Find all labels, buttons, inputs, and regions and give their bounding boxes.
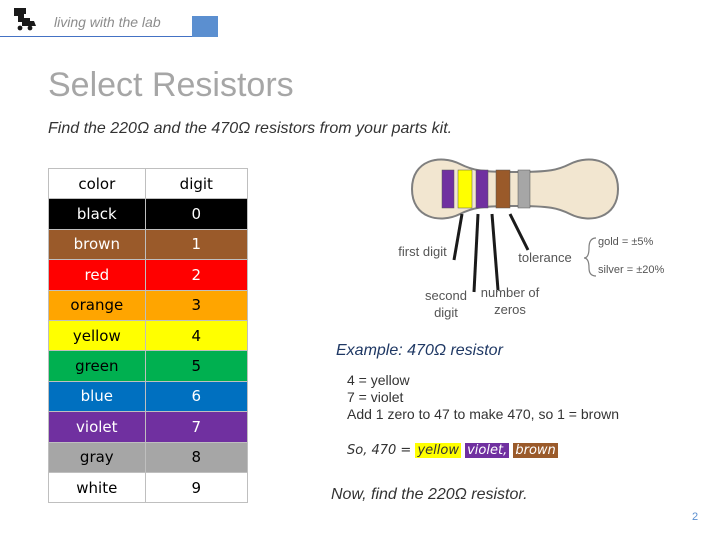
color-name-cell: white <box>48 471 146 504</box>
example-summary: So, 470 = yellow violet, brown <box>347 443 558 458</box>
digit-cell: 4 <box>144 319 249 352</box>
digit-cell: 7 <box>144 411 249 443</box>
color-name-cell: gray <box>48 441 146 473</box>
example-heading: Example: 470Ω resistor <box>336 342 503 359</box>
color-name-cell: brown <box>48 228 146 261</box>
label-gold-tolerance: gold = ±5% <box>598 236 654 248</box>
header-text: living with the lab <box>54 14 161 30</box>
task-instruction: Now, find the 220Ω resistor. <box>331 486 528 503</box>
digit-cell: 6 <box>144 380 249 413</box>
digit-cell: 8 <box>144 441 249 473</box>
header-accent-box <box>192 16 218 37</box>
example-line-3: Add 1 zero to 47 to make 470, so 1 = bro… <box>347 406 620 422</box>
summary-prefix: So, 470 = <box>347 443 416 458</box>
color-name-cell: green <box>48 350 146 382</box>
table-header-color: color <box>48 167 146 200</box>
band-pointer-lines <box>452 213 597 293</box>
label-first-digit: first digit <box>398 244 447 259</box>
summary-color-word: violet, <box>465 443 510 458</box>
label-tolerance: tolerance <box>518 250 572 265</box>
color-name-cell: violet <box>48 411 146 443</box>
resistor-illustration <box>410 158 620 220</box>
table-header-digit: digit <box>144 167 249 200</box>
summary-color-word: yellow <box>415 443 461 458</box>
color-name-cell: orange <box>48 289 146 321</box>
page-subtitle: Find the 220Ω and the 470Ω resistors fro… <box>48 120 453 137</box>
label-silver-tolerance: silver = ±20% <box>598 264 665 276</box>
color-name-cell: yellow <box>48 319 146 352</box>
color-name-cell: red <box>48 259 146 291</box>
digit-cell: 5 <box>144 350 249 382</box>
example-line-1: 4 = yellow <box>347 372 410 388</box>
label-second-digit: second digit <box>425 288 467 320</box>
header-divider <box>0 36 218 37</box>
color-name-cell: black <box>48 198 146 230</box>
summary-color-word: brown <box>513 443 558 458</box>
digit-cell: 9 <box>144 471 249 504</box>
digit-cell: 1 <box>144 228 249 261</box>
digit-cell: 3 <box>144 289 249 321</box>
resistor-band <box>475 169 489 209</box>
digit-cell: 0 <box>144 198 249 230</box>
digit-cell: 2 <box>144 259 249 291</box>
page-number: 2 <box>692 511 699 523</box>
louisiana-tech-logo-icon <box>14 8 36 31</box>
example-line-2: 7 = violet <box>347 389 404 405</box>
resistor-band <box>441 169 455 209</box>
page-title: Select Resistors <box>48 66 294 104</box>
resistor-band <box>495 169 511 209</box>
resistor-band <box>517 169 531 209</box>
table-header-row: color digit <box>48 167 249 200</box>
resistor-band <box>457 169 473 209</box>
label-number-of-zeros: number of zeros <box>480 285 540 317</box>
color-name-cell: blue <box>48 380 146 413</box>
